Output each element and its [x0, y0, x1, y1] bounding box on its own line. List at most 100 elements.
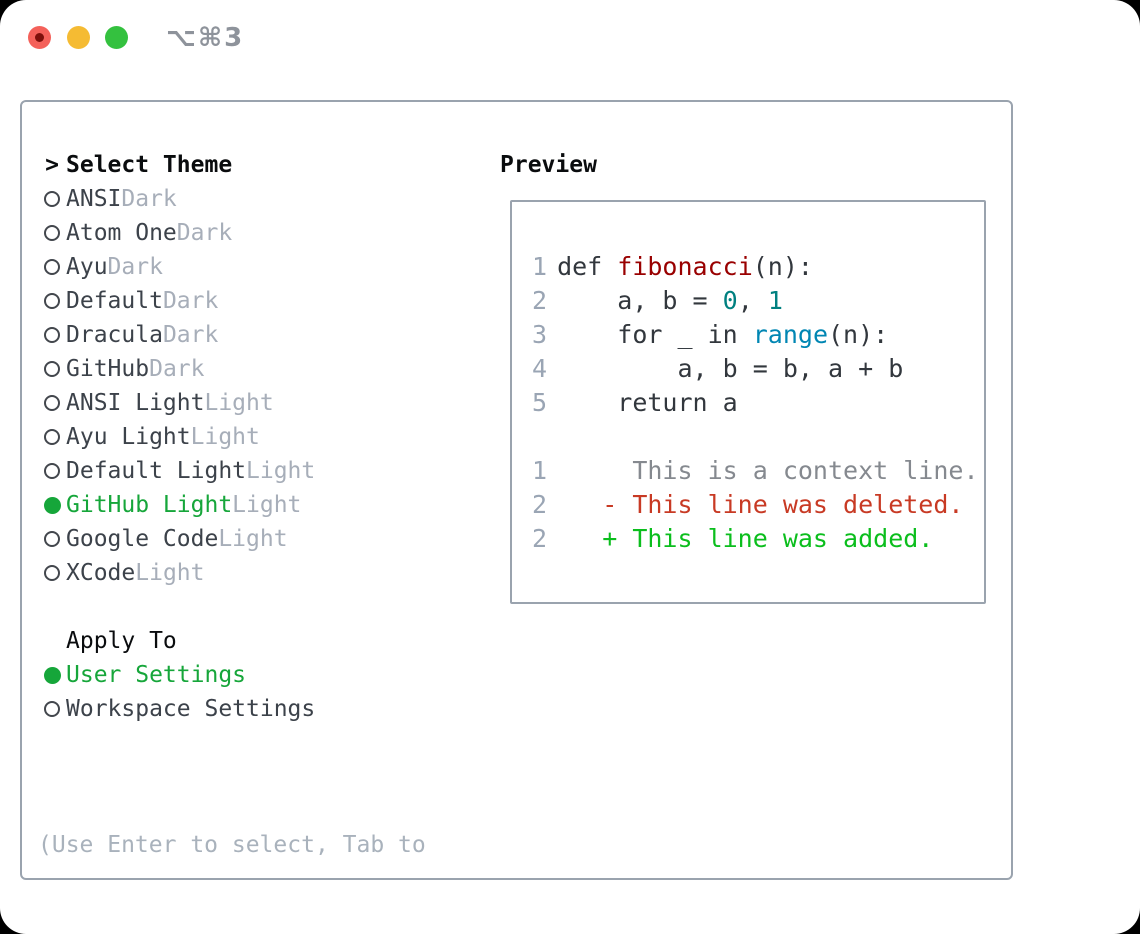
code-token-plain: a, b = [557, 286, 723, 315]
code-token-plain: (n): [752, 252, 813, 281]
line-number: 5 [532, 388, 548, 417]
close-button[interactable] [28, 26, 51, 49]
spacer [38, 590, 426, 624]
theme-option-ayu[interactable]: Ayu Dark [38, 250, 426, 284]
diff-line-context: 1 This is a context line. [532, 454, 980, 488]
theme-option-tag: Light [218, 526, 288, 552]
radio-marker [38, 361, 66, 377]
diff-text: This is a context line. [557, 456, 979, 485]
code-line: 2 a, b = 0, 1 [532, 284, 980, 318]
radio-marker [38, 463, 66, 479]
radio-unselected-icon [44, 463, 60, 479]
line-number: 4 [532, 354, 548, 383]
spacer [38, 726, 426, 760]
theme-option-tag: Dark [176, 220, 233, 246]
theme-option-ansi-light[interactable]: ANSI Light Light [38, 386, 426, 420]
theme-option-label: Ayu Light [66, 424, 191, 450]
theme-option-google-code[interactable]: Google Code Light [38, 522, 426, 556]
window-title: ⌥⌘3 [166, 23, 245, 53]
radio-marker [38, 191, 66, 207]
code-line: 3 for _ in range(n): [532, 318, 980, 352]
code-token-plain: def [557, 252, 618, 281]
radio-marker [38, 701, 66, 717]
theme-option-default-light[interactable]: Default Light Light [38, 454, 426, 488]
prompt-marker: > [38, 152, 66, 178]
radio-marker [38, 666, 66, 684]
line-number: 2 [532, 286, 548, 315]
line-number: 1 [532, 252, 548, 281]
code-token-number: 0 [722, 286, 738, 315]
hint-line-1: (Use Enter to select, Tab to [38, 832, 426, 858]
radio-marker [38, 225, 66, 241]
theme-option-tag: Light [204, 390, 274, 416]
apply-option-label: User Settings [66, 662, 247, 688]
theme-option-xcode[interactable]: XCode Light [38, 556, 426, 590]
select-theme-heading-row: > Select Theme [38, 148, 426, 182]
minimize-button[interactable] [67, 26, 90, 49]
diff-text: + This line was added. [557, 524, 934, 553]
radio-marker [38, 259, 66, 275]
code-line: 5 return a [532, 386, 980, 420]
titlebar: ⌥⌘3 [0, 0, 1140, 76]
apply-to-heading: Apply To [66, 628, 177, 654]
line-number: 1 [532, 456, 548, 485]
radio-unselected-icon [44, 361, 60, 377]
radio-unselected-icon [44, 259, 60, 275]
code-token-plain: a, b = b, a + b [557, 354, 904, 383]
theme-option-ansi[interactable]: ANSI Dark [38, 182, 426, 216]
theme-option-label: Google Code [66, 526, 219, 552]
diff-line-deleted: 2 - This line was deleted. [532, 488, 980, 522]
radio-marker [38, 531, 66, 547]
diff-text: - This line was deleted. [557, 490, 964, 519]
theme-option-atom-one[interactable]: Atom One Dark [38, 216, 426, 250]
theme-option-tag: Dark [121, 186, 177, 212]
radio-marker [38, 327, 66, 343]
theme-option-label: Default Light [66, 458, 247, 484]
radio-unselected-icon [44, 565, 60, 581]
theme-option-github-light[interactable]: GitHub Light Light [38, 488, 426, 522]
radio-marker [38, 395, 66, 411]
line-number: 3 [532, 320, 548, 349]
theme-option-tag: Dark [107, 254, 163, 280]
code-token-plain: , [737, 286, 768, 315]
code-token-plain: (n): [828, 320, 889, 349]
close-button-dot-icon [35, 33, 44, 42]
theme-option-label: ANSI Light [66, 390, 205, 416]
zoom-button[interactable] [105, 26, 128, 49]
theme-option-label: XCode [66, 560, 136, 586]
preview-heading: Preview [500, 152, 597, 178]
radio-selected-icon [43, 496, 61, 514]
radio-unselected-icon [44, 429, 60, 445]
radio-unselected-icon [44, 293, 60, 309]
radio-unselected-icon [44, 395, 60, 411]
code-token-number: 1 [767, 286, 783, 315]
theme-option-default[interactable]: Default Dark [38, 284, 426, 318]
line-number: 2 [532, 490, 548, 519]
prompt-caret-icon: > [45, 152, 59, 178]
hint-line-2: change focus) [38, 930, 426, 934]
diff-line-added: 2 + This line was added. [532, 522, 980, 556]
code-token-builtin: range [752, 320, 828, 349]
theme-option-tag: Light [232, 492, 302, 518]
apply-option-label: Workspace Settings [66, 696, 316, 722]
keyboard-hint: (Use Enter to select, Tab to change focu… [38, 760, 426, 934]
theme-option-github[interactable]: GitHub Dark [38, 352, 426, 386]
radio-selected-icon [43, 666, 61, 684]
apply-option-user-settings[interactable]: User Settings [38, 658, 426, 692]
radio-marker [38, 293, 66, 309]
radio-unselected-icon [44, 191, 60, 207]
apply-option-workspace-settings[interactable]: Workspace Settings [38, 692, 426, 726]
theme-option-tag: Dark [149, 356, 205, 382]
theme-option-dracula[interactable]: Dracula Dark [38, 318, 426, 352]
theme-option-tag: Dark [162, 322, 219, 348]
theme-option-label: Default [66, 288, 163, 314]
code-token-plain: return a [557, 388, 738, 417]
radio-unselected-icon [44, 531, 60, 547]
theme-option-ayu-light[interactable]: Ayu Light Light [38, 420, 426, 454]
radio-unselected-icon [44, 327, 60, 343]
